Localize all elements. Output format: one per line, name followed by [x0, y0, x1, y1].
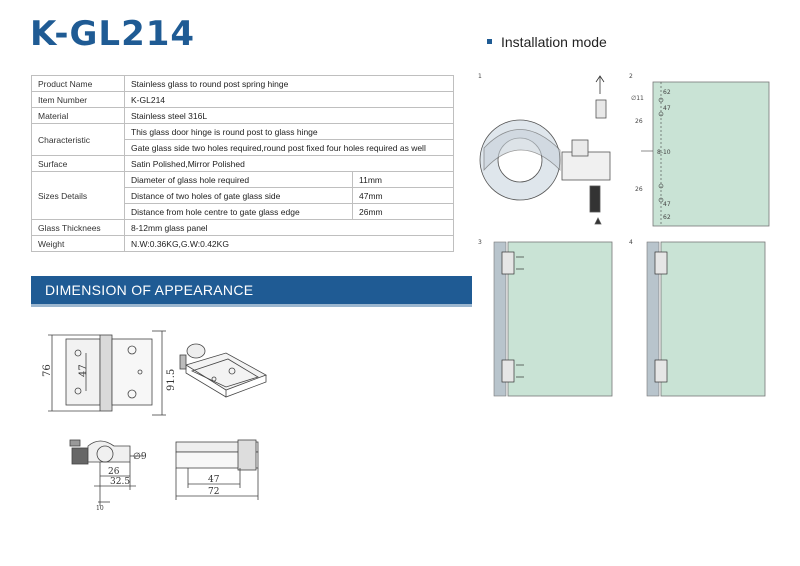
bullet-square-icon: [487, 38, 492, 44]
spec-label: Material: [31, 107, 125, 124]
install-step-1-drawing: 1: [478, 73, 611, 225]
spec-value: Stainless steel 316L: [124, 107, 454, 124]
install-step-4-drawing: 4: [629, 239, 766, 397]
table-row: Weight N.W:0.36KG,G.W:0.42KG: [31, 235, 454, 252]
step2-top-edge: 62: [663, 89, 671, 96]
size-value: 47mm: [352, 187, 454, 204]
spec-value: This glass door hinge is round post to g…: [124, 123, 454, 140]
spec-value: Satin Polished,Mirror Polished: [124, 155, 454, 172]
product-code-title: K-GL214: [30, 14, 196, 54]
spec-label: Glass Thicknees: [31, 219, 125, 236]
table-row: Sizes Details Diameter of glass hole req…: [31, 171, 454, 220]
bottom-view-drawing: ∅9 26 32.5 10: [69, 439, 147, 512]
bottom-dim-w1: 26: [108, 467, 120, 477]
table-row: Glass Thicknees 8-12mm glass panel: [31, 219, 454, 236]
side-view-drawing: 47 72: [175, 439, 259, 500]
install-step-2-drawing: 2 ∅11 62 47 26 8-10 26 47 62: [629, 73, 770, 227]
table-row: Surface Satin Polished,Mirror Polished: [31, 155, 454, 172]
step-number: 2: [629, 73, 633, 80]
size-value: 11mm: [352, 171, 454, 188]
front-dim-right: 91.5: [166, 369, 177, 391]
table-row: Characteristic This glass door hinge is …: [31, 123, 454, 156]
table-row: Material Stainless steel 316L: [31, 107, 454, 124]
banner-shadow: [31, 304, 472, 307]
bottom-dim-dia: ∅9: [133, 452, 147, 462]
spec-value: K-GL214: [124, 91, 454, 108]
size-value: 26mm: [352, 203, 454, 220]
size-desc: Diameter of glass hole required: [124, 171, 353, 188]
spec-table: Product Name Stainless glass to round po…: [31, 75, 454, 252]
spec-label: Sizes Details: [31, 171, 125, 220]
front-dim-inner: 47: [78, 364, 89, 377]
step2-side-bottom: 26: [635, 186, 643, 193]
step2-side-top: 26: [635, 118, 643, 125]
spec-value: N.W:0.36KG,G.W:0.42KG: [124, 235, 454, 252]
spec-label: Item Number: [31, 91, 125, 108]
step-number: 3: [478, 239, 482, 246]
spec-value: 8-12mm glass panel: [124, 219, 454, 236]
dimension-banner: DIMENSION OF APPEARANCE: [31, 276, 472, 304]
front-view-drawing: 76 47 91.5: [42, 330, 177, 416]
step2-spacing-top: 47: [663, 105, 671, 112]
table-row: Item Number K-GL214: [31, 91, 454, 108]
table-row: Distance from hole centre to gate glass …: [32, 203, 454, 220]
size-desc: Distance of two holes of gate glass side: [124, 187, 353, 204]
size-desc: Distance from hole centre to gate glass …: [124, 203, 353, 220]
step2-spacing-bottom: 47: [663, 201, 671, 208]
installation-mode-label: Installation mode: [501, 34, 607, 50]
side-dim-inner: 47: [208, 475, 220, 485]
bottom-dim-w3: 10: [96, 505, 104, 512]
spec-label: Product Name: [31, 75, 125, 92]
step2-thickness: 8-10: [657, 149, 671, 156]
installation-mode-heading: Installation mode: [487, 34, 607, 50]
spec-label: Characteristic: [31, 123, 125, 156]
table-row: Distance of two holes of gate glass side…: [32, 187, 454, 204]
side-dim-outer: 72: [208, 487, 219, 497]
step2-bottom-edge: 62: [663, 214, 671, 221]
spec-value: Stainless glass to round post spring hin…: [124, 75, 454, 92]
spec-value: Gate glass side two holes required,round…: [124, 139, 454, 156]
isometric-drawing: [179, 343, 267, 398]
spec-label: Weight: [31, 235, 125, 252]
install-step-3-drawing: 3: [478, 239, 613, 397]
spec-label: Surface: [31, 155, 125, 172]
step-number: 1: [478, 73, 482, 80]
table-row: Product Name Stainless glass to round po…: [31, 75, 454, 92]
bottom-dim-w2: 32.5: [110, 477, 130, 487]
step-number: 4: [629, 239, 633, 246]
step2-hole-dia: ∅11: [631, 95, 644, 102]
front-dim-outer: 76: [42, 364, 53, 377]
